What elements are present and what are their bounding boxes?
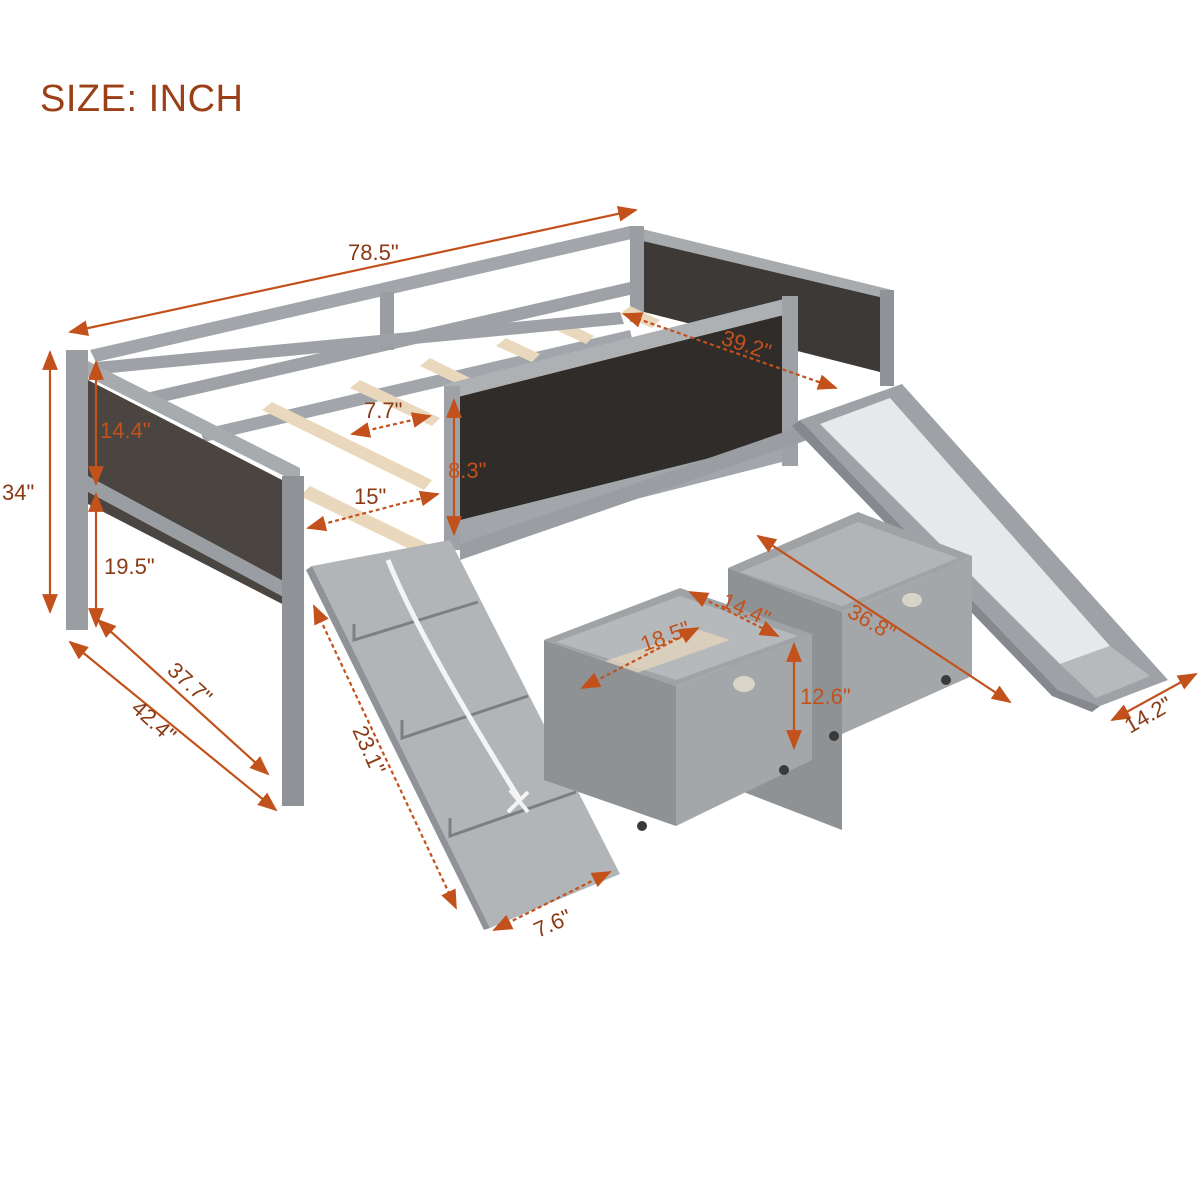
label-ladder-width: 7.6" — [530, 904, 575, 942]
dim-line-slide-length — [756, 534, 1012, 704]
label-slide-width: 14.2" — [1120, 691, 1176, 738]
dim-line-slide-opening — [622, 312, 838, 390]
foot-top-rail — [66, 350, 300, 484]
dim-line-drawer-depth — [688, 591, 780, 637]
label-overall-length: 78.5" — [348, 240, 399, 265]
dim-line-slat-spacing — [350, 412, 432, 438]
foot-bottom-rail — [88, 476, 300, 606]
label-slat-spacing: 7.7" — [364, 398, 402, 423]
front-side-rail — [460, 392, 900, 560]
dim-line-outer-width — [68, 640, 278, 812]
label-ladder-opening: 15" — [354, 484, 386, 509]
dim-line-slide-width — [1110, 673, 1198, 721]
label-headboard-height: 14.4" — [100, 418, 151, 443]
label-ladder-length: 23.1" — [347, 722, 390, 778]
size-unit-heading: SIZE: INCH — [40, 78, 244, 120]
foot-panel — [88, 380, 290, 608]
dim-line-ladder-opening — [306, 490, 440, 532]
label-guard-panel-height: 8.3" — [448, 458, 486, 483]
foot-left-leg — [66, 350, 88, 630]
label-under-bed-clearance: 19.5" — [104, 554, 155, 579]
back-right-frame-top — [630, 226, 892, 300]
dim-line-length — [68, 206, 638, 336]
dim-line-inner-width — [96, 618, 270, 776]
dimension-lines — [42, 206, 1198, 931]
dim-line-drawer-width — [580, 627, 700, 689]
back-right-post — [880, 290, 894, 386]
label-overall-height: 34" — [2, 480, 34, 505]
dim-line-ladder-width — [492, 871, 612, 931]
foot-right-leg — [282, 476, 304, 806]
label-outer-width: 42.4" — [127, 695, 181, 747]
label-drawer-height: 12.6" — [800, 684, 851, 709]
